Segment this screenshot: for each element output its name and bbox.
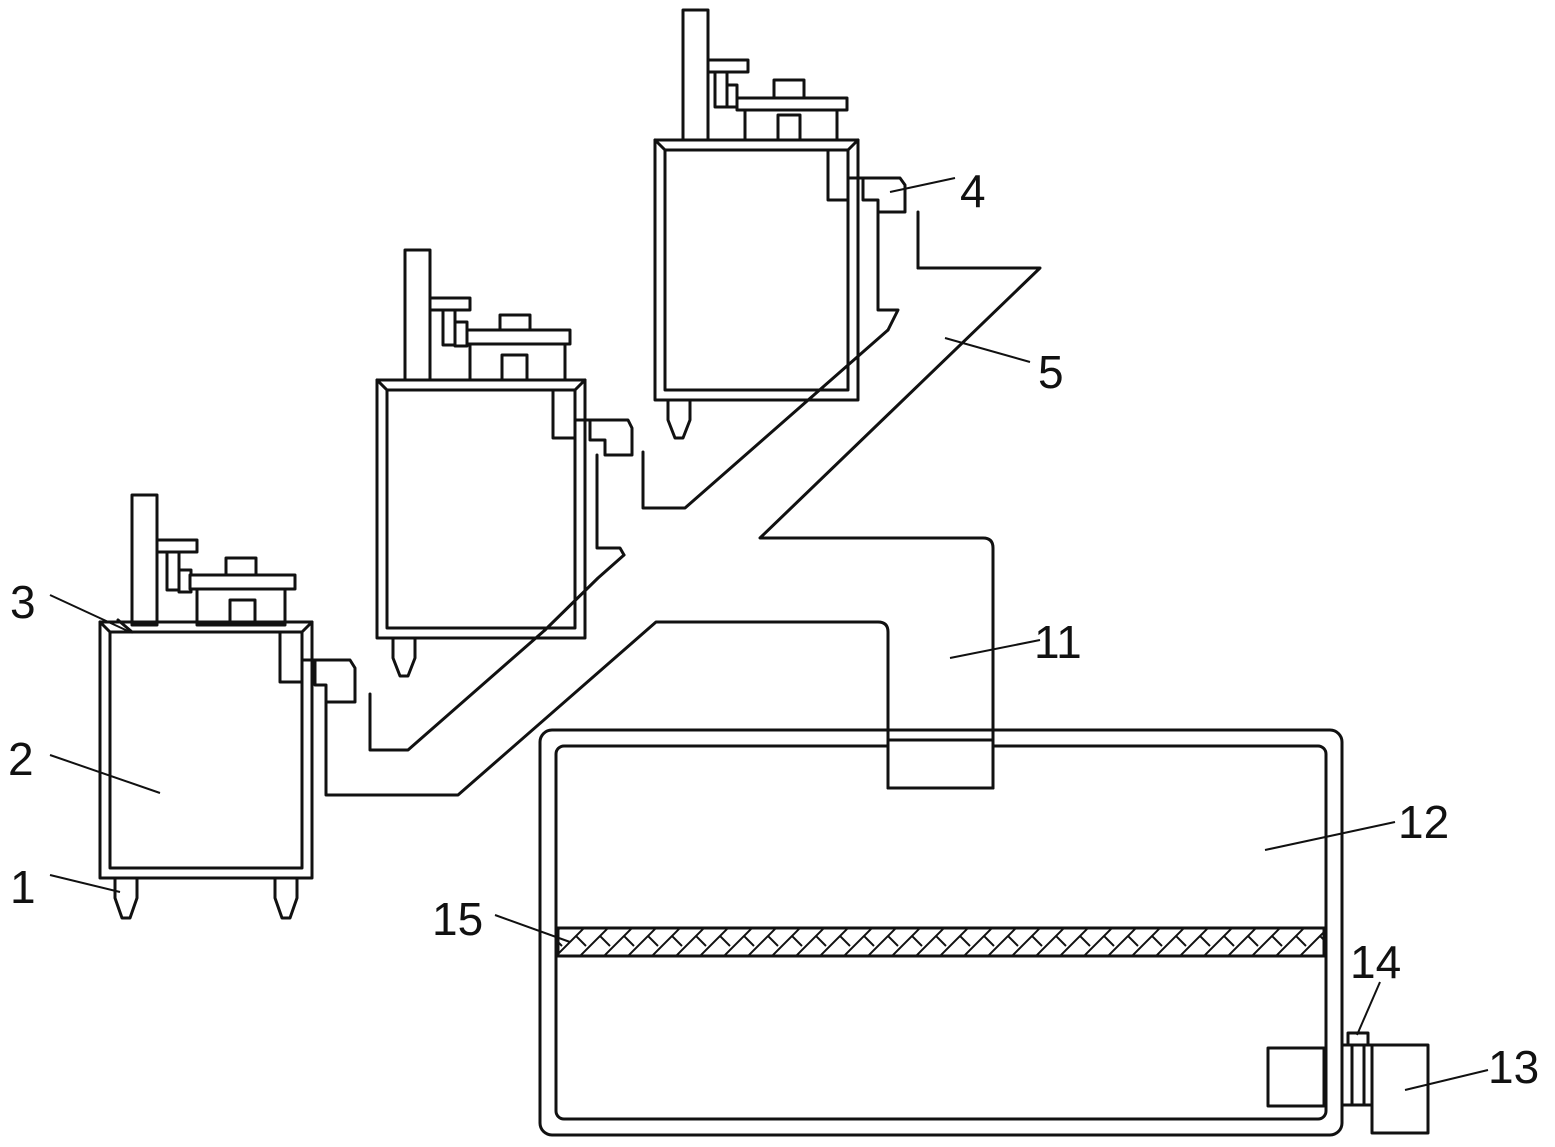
label-15: 15: [432, 893, 483, 945]
outlet-valve: [1340, 1031, 1430, 1135]
filter-layer: [556, 926, 1326, 958]
label-3: 3: [10, 576, 36, 628]
label-2: 2: [8, 733, 34, 785]
extraction-unit-bottom: [98, 493, 357, 920]
label-12: 12: [1398, 796, 1449, 848]
manifold-pipe: [324, 210, 1042, 797]
label-13: 13: [1488, 1041, 1539, 1093]
label-4: 4: [960, 165, 986, 217]
label-11: 11: [1034, 616, 1082, 668]
extraction-unit-top: [653, 8, 907, 440]
collection-tank: [538, 728, 1344, 1137]
extraction-unit-middle: [375, 248, 634, 678]
label-14: 14: [1350, 936, 1401, 988]
label-5: 5: [1038, 346, 1064, 398]
label-1: 1: [10, 861, 36, 913]
leader-lines: [49, 177, 1489, 1091]
